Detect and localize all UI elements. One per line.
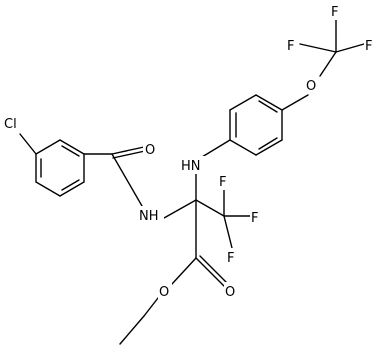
bond — [19, 133, 37, 155]
bond — [281, 94, 309, 111]
bond — [35, 181, 61, 197]
bond — [171, 257, 197, 285]
bond — [319, 51, 337, 77]
ether-oxygen-label: O — [306, 79, 316, 94]
atom-labels: Cl O NH HN O F F F F F F O O — [3, 2, 376, 300]
bond — [112, 150, 146, 159]
bond — [223, 215, 233, 249]
bond — [59, 181, 85, 197]
bond — [335, 43, 365, 53]
bond-double-inner — [258, 100, 278, 113]
carbonyl-oxygen-label: O — [145, 143, 155, 158]
bond — [111, 153, 143, 207]
bond — [163, 199, 197, 219]
bond — [299, 43, 337, 53]
ester-oxygen-label: O — [159, 285, 169, 300]
bond — [255, 139, 283, 156]
bond — [35, 139, 61, 155]
chlorine-label: Cl — [4, 117, 17, 132]
bond-double-inner — [61, 179, 80, 191]
bond — [195, 257, 225, 287]
bond-double-inner — [258, 137, 278, 150]
fluorine-label: F — [287, 39, 294, 54]
bond — [229, 139, 257, 156]
fluorine-label: F — [227, 251, 234, 266]
bond — [111, 146, 145, 155]
amide-nh-label: NH — [139, 209, 159, 224]
bond-lines — [19, 17, 365, 345]
bond — [119, 315, 145, 345]
fluorine-label: F — [365, 39, 372, 54]
amine-nh-label: HN — [181, 159, 201, 174]
fluorine-label: F — [251, 211, 258, 226]
bond — [195, 199, 225, 217]
bond — [255, 94, 283, 111]
fluorine-label: F — [219, 175, 226, 190]
bond — [199, 255, 229, 285]
ester-carbonyl-oxygen-label: O — [225, 285, 235, 300]
bond — [143, 297, 159, 317]
bond — [229, 94, 257, 111]
bond — [59, 139, 85, 155]
fluorine-label: F — [331, 5, 338, 20]
bond — [201, 139, 231, 158]
bond-double-inner — [61, 145, 80, 157]
